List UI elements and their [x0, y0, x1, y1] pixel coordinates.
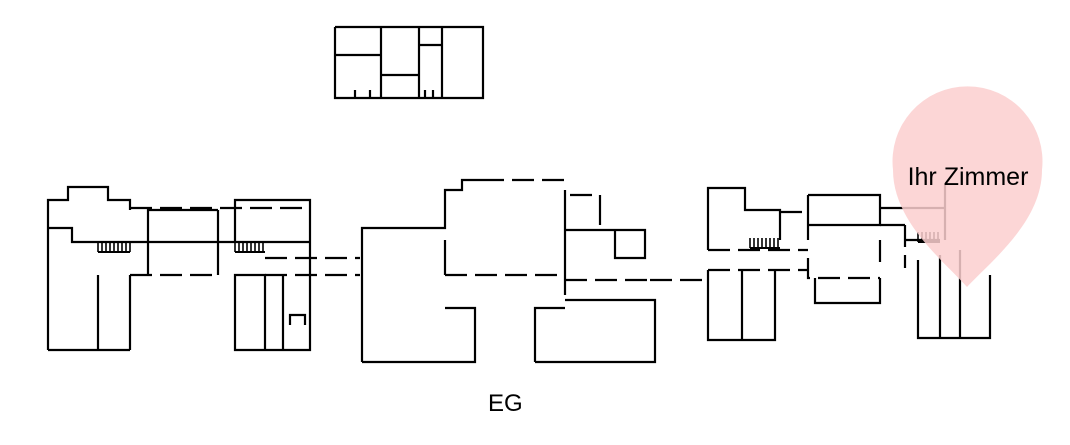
wall-segment: [233, 198, 312, 352]
room-marker-label: Ihr Zimmer: [907, 163, 1029, 191]
wall-segment: [48, 226, 310, 244]
wall-segment: [533, 306, 565, 362]
wall-segment: [445, 306, 477, 364]
stair-icon: [749, 238, 780, 249]
stair-icon: [97, 242, 131, 253]
wall-segment: [813, 278, 882, 305]
wall-segment: [916, 260, 992, 340]
stair-icon: [234, 242, 265, 253]
wall-segment: [288, 313, 307, 325]
wall-segment: [808, 193, 882, 227]
wall-segment: [565, 228, 647, 260]
floor-plan-walls: [46, 25, 992, 364]
room-marker-pin-icon[interactable]: [892, 86, 1043, 287]
wall-segment: [333, 25, 485, 100]
wall-segment: [46, 185, 132, 350]
dashed-wall-segment: [806, 258, 880, 280]
wall-segment: [706, 186, 782, 250]
wall-segment: [360, 178, 482, 300]
wall-segment: [535, 298, 657, 364]
floor-label: EG: [488, 390, 523, 417]
